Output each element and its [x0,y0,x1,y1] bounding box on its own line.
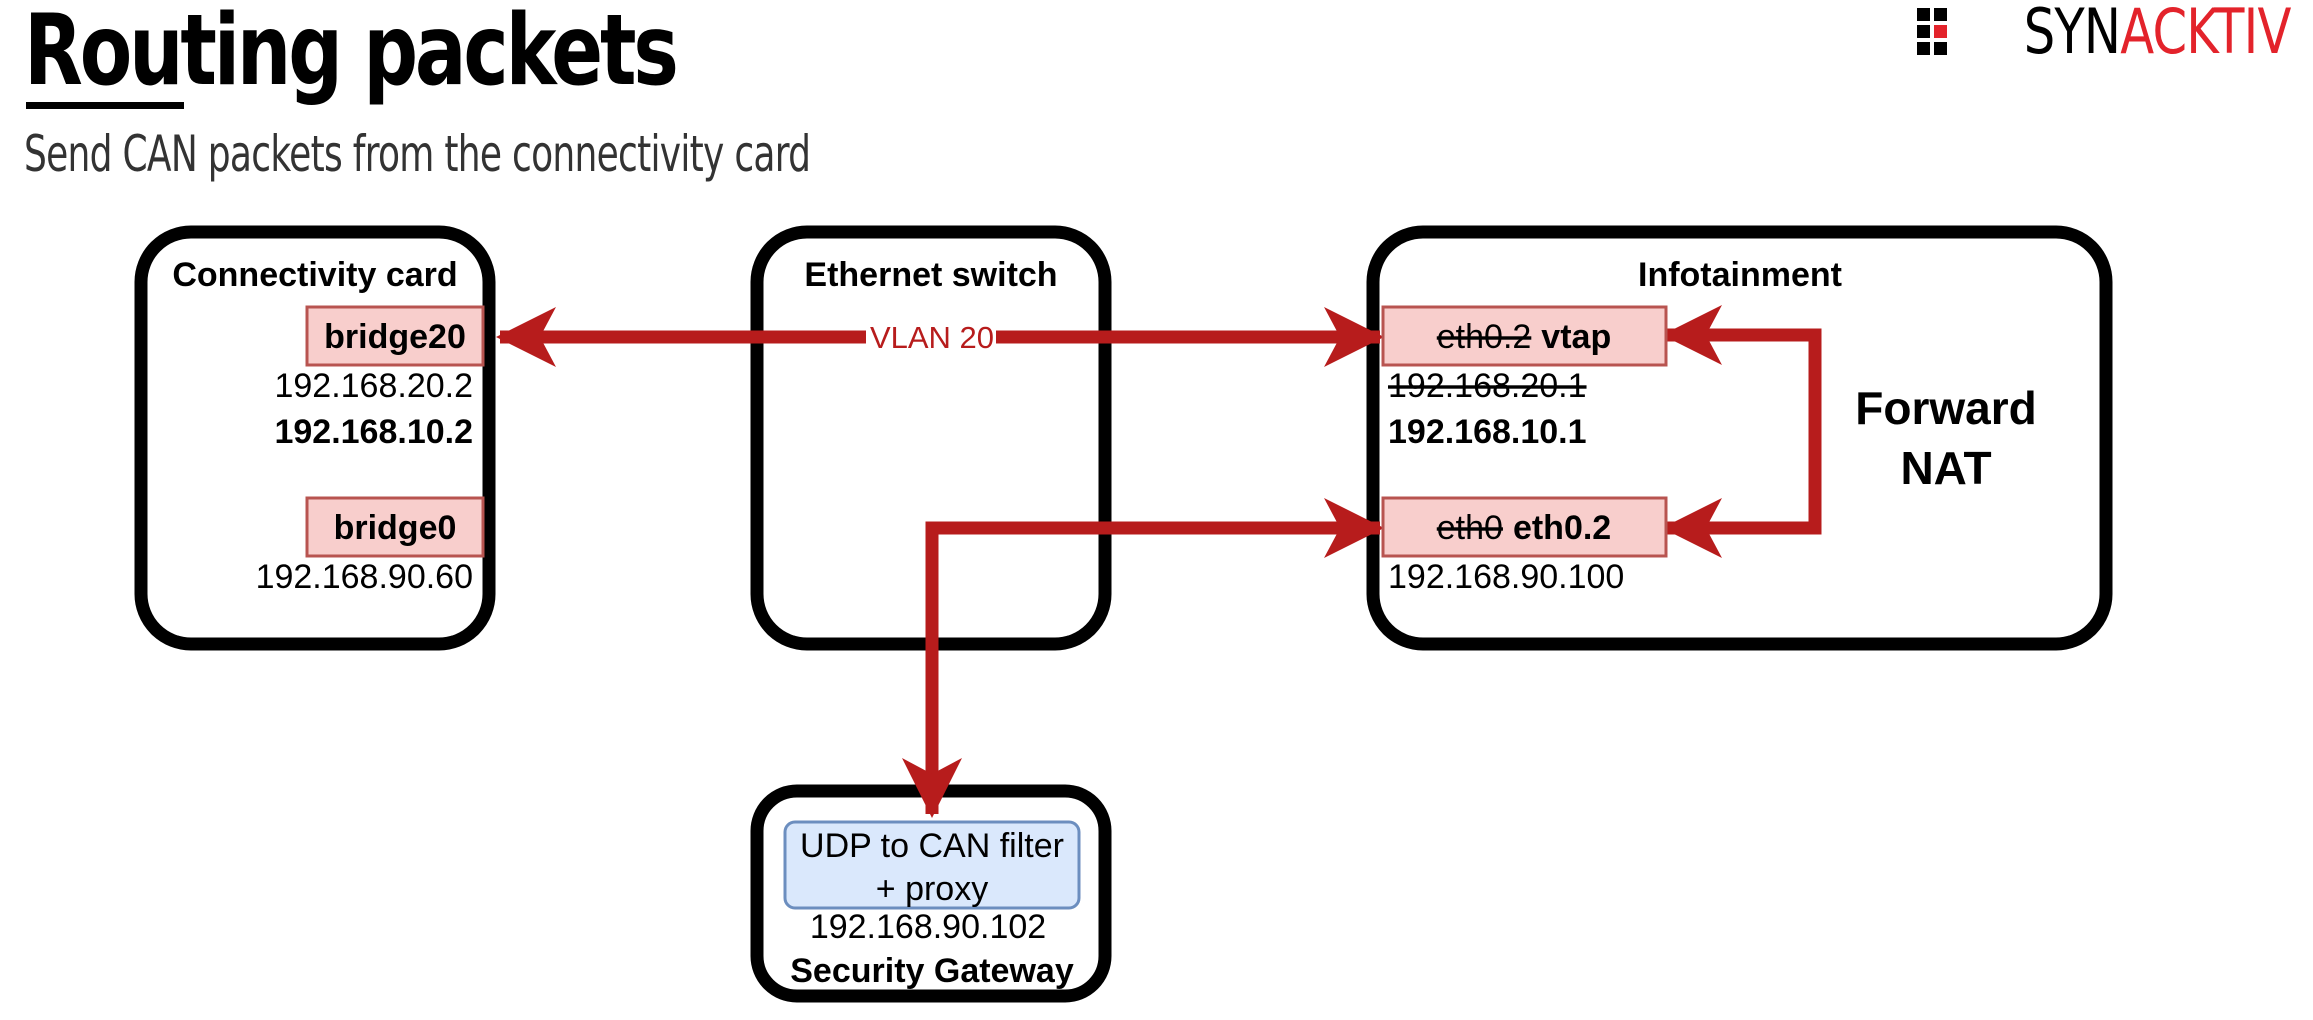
nat-label: NAT [1900,442,1991,494]
forward-label: Forward [1855,382,2036,434]
vlan-label: VLAN 20 [870,320,994,355]
bridge20-label: bridge20 [324,318,466,356]
vlan-label-background [866,318,996,356]
bridge20-interface [305,305,485,367]
connectivity-card-title: Connectivity card [172,256,457,294]
logo-text-part1: SYN [2024,0,2121,68]
eth02-old-name: eth0 [1437,509,1503,547]
vtap-old-name: eth0.2 [1437,318,1532,356]
title-underline [26,102,184,109]
logo-text-part2: ACKTIV [2120,0,2292,68]
bridge20-ip-2: 192.168.10.2 [274,413,473,451]
infotainment-title: Infotainment [1638,256,1842,294]
security-gateway-title: Security Gateway [790,952,1074,990]
vtap-ip-old: 192.168.20.1 [1388,367,1587,405]
eth02-interface [1381,496,1668,558]
vtap-ip-new: 192.168.10.1 [1388,413,1587,451]
bridge0-ip: 192.168.90.60 [256,558,473,596]
page-title: Routing packets [24,0,679,108]
bridge20-ip-1: 192.168.20.2 [274,367,473,405]
gateway-ip: 192.168.90.102 [810,908,1046,946]
vtap-new-name: vtap [1541,318,1611,356]
logo-mark-icon [1917,8,1948,56]
bridge0-label: bridge0 [334,509,457,547]
udp-can-filter-box [783,820,1081,910]
eth02-new-name: eth0.2 [1513,509,1611,547]
logo-text: SYNACKTIV [2024,1,2292,63]
page-subtitle: Send CAN packets from the connectivity c… [24,125,811,183]
filter-label-line2: + proxy [876,870,988,908]
vtap-interface [1381,305,1668,367]
eth02-ip: 192.168.90.100 [1388,558,1624,596]
filter-label-line1: UDP to CAN filter [800,827,1064,865]
eth02-label: eth0 eth0.2 [1437,509,1611,547]
ethernet-switch-title: Ethernet switch [804,256,1057,294]
synacktiv-logo: SYNACKTIV [1917,1,2292,63]
bridge0-interface [305,496,485,558]
